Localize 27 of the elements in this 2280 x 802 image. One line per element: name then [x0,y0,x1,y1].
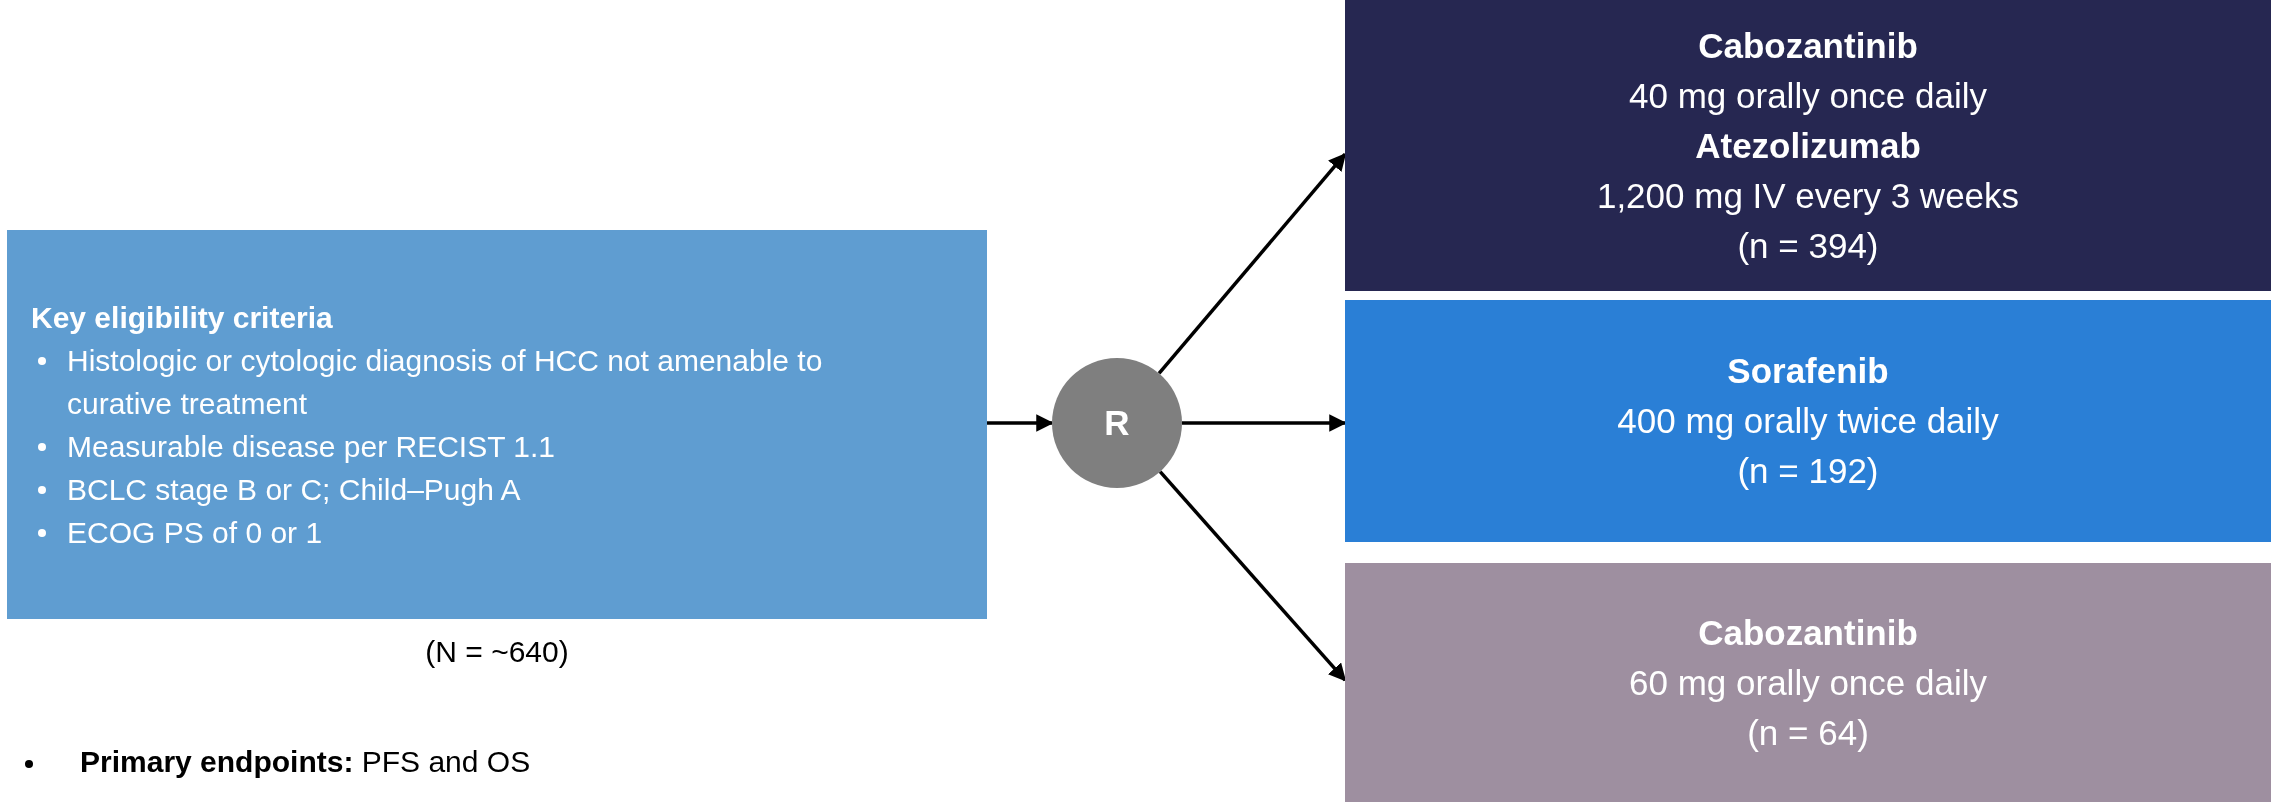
arrow [1157,152,1347,375]
dose-text: 1,200 mg IV every 3 weeks [1596,174,2020,217]
criteria-item: Histologic or cytologic diagnosis of HCC not amenable to curative treatment [67,343,823,420]
drug-name: Atezolizumab [1695,124,1921,167]
drug-name: Cabozantinib [1698,611,1918,654]
dose-text: 400 mg orally twice daily [1617,400,1999,442]
dose-text: 40 mg orally once daily [1629,74,1987,117]
sample-size-note: (N = ~640) [424,635,570,669]
dose-text: 60 mg orally once daily [1629,661,1987,704]
criteria-item: Measurable disease per RECIST 1.1 [67,429,556,463]
endpoint-note: Primary endpoints: PFS and OS [80,745,531,778]
criteria-box [7,230,987,619]
treatment-arm-box [1345,300,2271,542]
treatment-arm-box [1345,0,2271,291]
arrow [1182,414,1347,432]
arrow [1158,470,1347,682]
drug-name: Cabozantinib [1698,24,1918,67]
dose-text: (n = 192) [1737,450,1879,492]
drug-name: Sorafenib [1727,350,1889,392]
dose-text: (n = 64) [1747,711,1869,754]
dose-text: (n = 394) [1737,224,1879,267]
criteria-item: ECOG PS of 0 or 1 [67,515,323,549]
treatment-arm-box [1345,563,2271,802]
criteria-item: BCLC stage B or C; Child–Pugh A [67,472,521,506]
randomization-label: R [1104,403,1130,443]
arrow [987,414,1054,432]
criteria-heading: Key eligibility criteria [31,299,334,336]
